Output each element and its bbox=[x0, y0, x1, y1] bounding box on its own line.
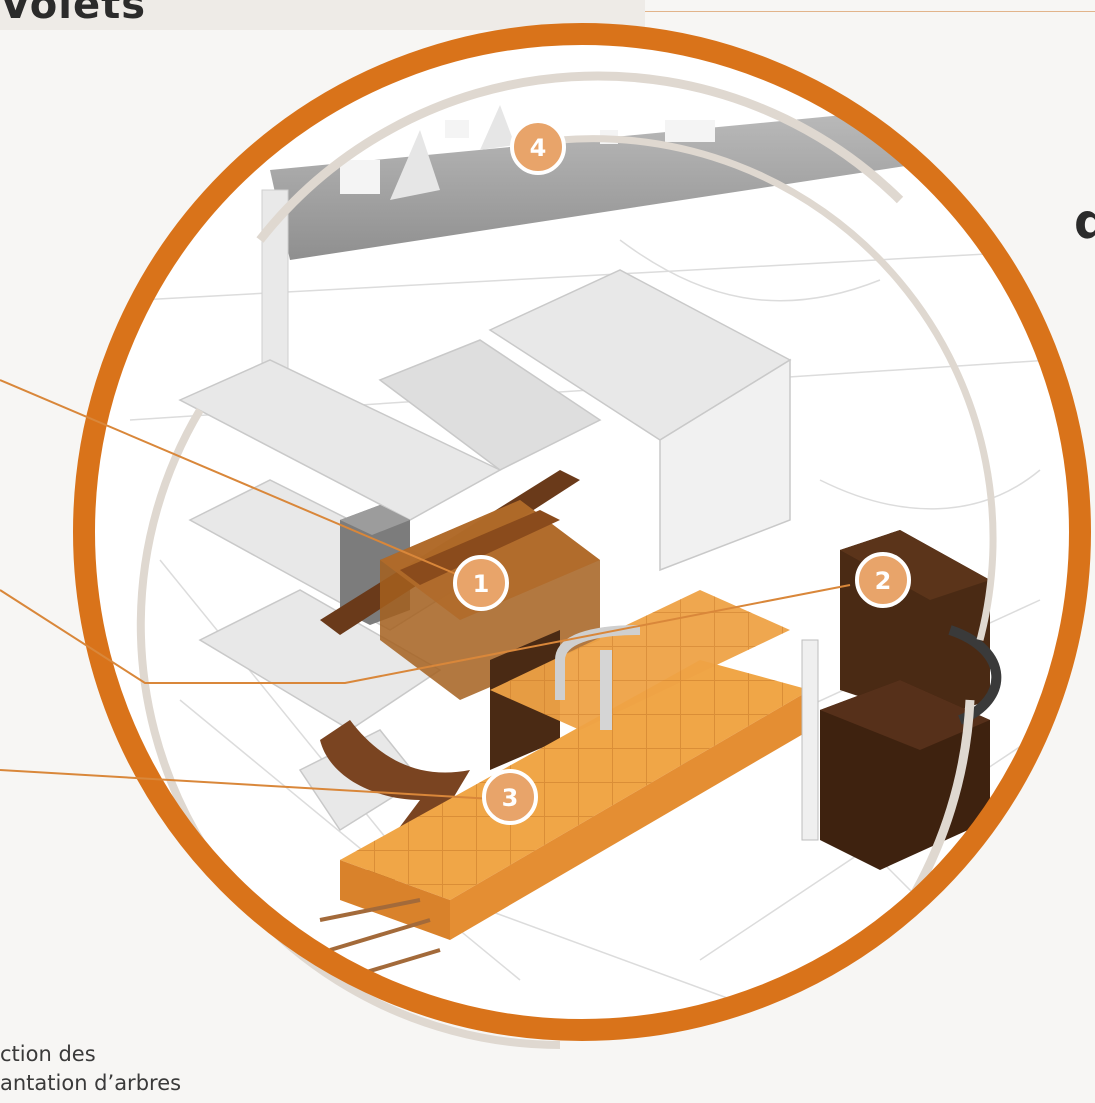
caption-line-1: ction des bbox=[0, 1040, 300, 1069]
marker-4-label: 4 bbox=[530, 134, 547, 162]
caption-text: ction des antation d’arbres bbox=[0, 1040, 300, 1098]
caption-line-2: antation d’arbres bbox=[0, 1069, 300, 1098]
marker-1-label: 1 bbox=[473, 570, 490, 598]
side-text: d bbox=[1074, 198, 1095, 246]
marker-2-label: 2 bbox=[875, 567, 892, 595]
marker-3-label: 3 bbox=[502, 784, 519, 812]
